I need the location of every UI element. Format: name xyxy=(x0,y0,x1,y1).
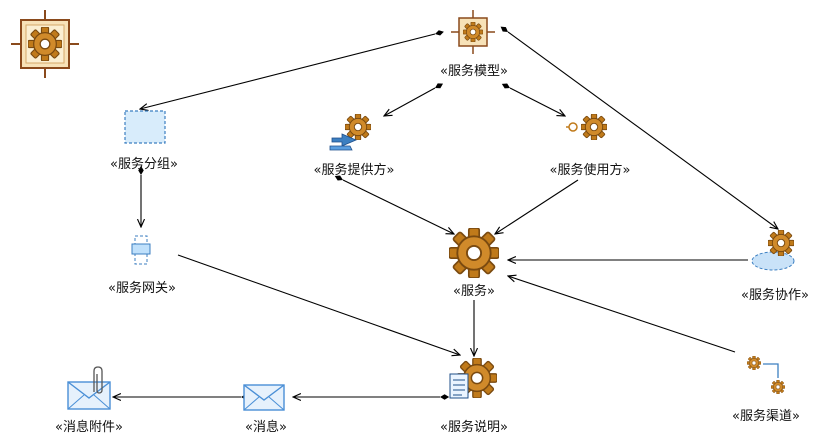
node-service-model[interactable] xyxy=(451,10,495,54)
node-message-attachment[interactable] xyxy=(67,366,111,410)
edge-consumer-to-service xyxy=(495,179,579,234)
collaboration-icon xyxy=(751,230,795,271)
envelope-clip-icon xyxy=(67,366,111,410)
label-service-channel: «服务渠道» xyxy=(732,409,800,424)
label-service-gateway: «服务网关» xyxy=(108,281,176,296)
node-service-consumer[interactable] xyxy=(566,114,607,140)
edge-model-to-provider xyxy=(384,88,435,116)
edge-gateway-to-description xyxy=(177,254,460,355)
label-message: «消息» xyxy=(245,420,287,435)
channel-icon xyxy=(747,356,785,394)
consumer-gear-icon xyxy=(566,114,607,140)
label-service-provider: «服务提供方» xyxy=(313,163,395,178)
label-service-collaboration: «服务协作» xyxy=(741,288,809,303)
edge-channel-to-service xyxy=(508,276,736,353)
node-message[interactable] xyxy=(243,384,285,411)
edge-provider-to-service xyxy=(343,180,454,234)
node-service-group[interactable] xyxy=(124,110,166,144)
label-service-group: «服务分组» xyxy=(110,157,178,172)
document-gear-icon xyxy=(449,358,497,399)
node-service-channel[interactable] xyxy=(747,356,785,394)
node-service-collaboration[interactable] xyxy=(751,230,795,271)
node-service-gateway[interactable] xyxy=(131,235,151,265)
corner-framed-gear-icon xyxy=(11,10,79,78)
label-service-model: «服务模型» xyxy=(440,64,508,79)
provider-gear-icon xyxy=(329,114,371,151)
edge-model-to-group xyxy=(140,34,435,109)
gateway-icon xyxy=(131,235,151,265)
label-service-description: «服务说明» xyxy=(440,420,508,435)
edge-model-to-consumer xyxy=(510,88,565,116)
framed-gear-icon xyxy=(451,10,495,54)
node-service-description[interactable] xyxy=(449,358,497,399)
label-service-consumer: «服务使用方» xyxy=(549,163,631,178)
large-gear-icon xyxy=(449,228,499,278)
label-service: «服务» xyxy=(453,284,495,299)
node-service-provider[interactable] xyxy=(329,114,371,151)
node-service[interactable] xyxy=(449,228,499,278)
envelope-icon xyxy=(243,384,285,411)
dashed-group-icon xyxy=(124,110,166,144)
label-message-attachment: «消息附件» xyxy=(55,420,123,435)
edges xyxy=(113,32,778,397)
edge-model-to-collaboration xyxy=(508,32,778,229)
